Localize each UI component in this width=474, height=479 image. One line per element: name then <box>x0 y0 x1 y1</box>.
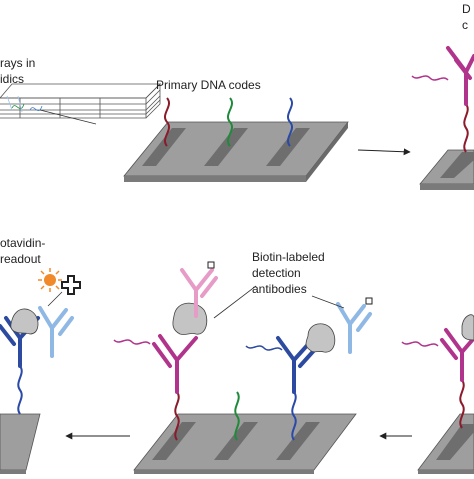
dna-code-red <box>164 97 170 147</box>
antibody-pink <box>180 268 218 318</box>
top-right-label-line1: D <box>462 2 471 16</box>
streptavidin-label-line2: readout <box>0 252 41 266</box>
antibody-magenta <box>152 334 198 394</box>
streptavidin-label-line1: otavidin- <box>0 236 46 250</box>
dna-code-green <box>227 97 233 147</box>
slide-top <box>123 121 349 182</box>
antigen-shape <box>305 323 336 353</box>
slide-bottom-left <box>0 413 41 474</box>
biotin-link <box>47 291 63 307</box>
dna-code-blue <box>17 365 23 415</box>
dna-code-green <box>234 391 240 441</box>
dna-code-red <box>463 103 469 153</box>
dna-code-magenta <box>401 341 439 347</box>
antigen-shape <box>172 302 208 335</box>
sun-icon <box>38 268 62 292</box>
microfluidic-chip-icon <box>0 83 161 119</box>
biotin-label-line2: detection <box>252 266 301 280</box>
dna-code-blue <box>291 391 297 441</box>
primary-dna-codes-label: Primary DNA codes <box>156 78 261 92</box>
dna-code-red <box>459 379 465 429</box>
slide-top-right <box>419 149 474 190</box>
dna-code-red <box>174 391 180 441</box>
dna-code-magenta <box>113 339 151 345</box>
antigen-shape <box>10 308 39 335</box>
slide-bottom-right <box>417 413 474 474</box>
antibody-light-blue <box>38 306 74 358</box>
leader-line <box>213 285 257 319</box>
biotin-label-line3: antibodies <box>252 282 307 296</box>
dna-code-magenta <box>411 75 449 81</box>
biotin-tag <box>365 297 373 305</box>
leader-line <box>311 295 345 309</box>
top-right-label-line2: c <box>462 18 468 32</box>
antibody-light-blue <box>336 302 372 354</box>
leader-line <box>39 109 97 125</box>
dna-code-blue <box>287 97 293 147</box>
antigen-shape <box>461 314 474 341</box>
streptavidin-cross-icon <box>61 275 81 295</box>
slide-bottom-middle <box>133 413 357 474</box>
arrays-label-line2: idics <box>0 72 25 86</box>
arrays-label-line1: rays in <box>0 56 36 70</box>
arrow-icon <box>357 148 411 156</box>
biotin-label-line1: Biotin-labeled <box>252 250 325 264</box>
dna-code-dark-blue <box>245 345 283 351</box>
biotin-tag <box>207 261 215 269</box>
antibody-magenta <box>446 46 474 106</box>
